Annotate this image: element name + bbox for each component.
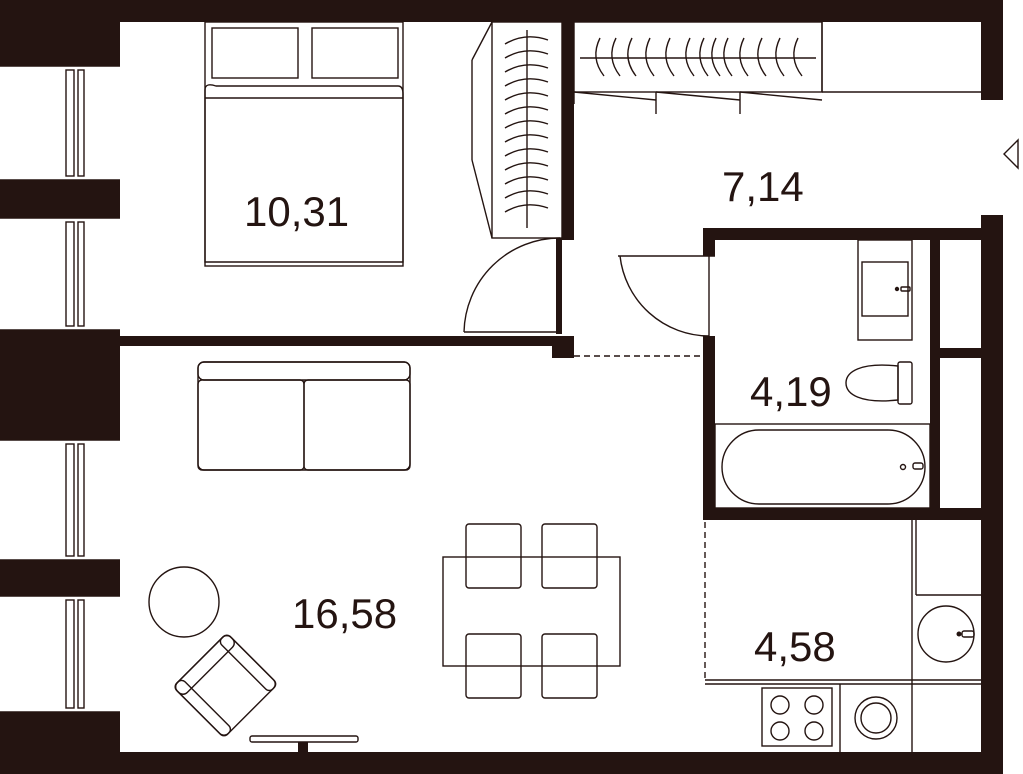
stove-icon xyxy=(761,687,833,747)
sofa-icon xyxy=(197,361,411,471)
window-left-3 xyxy=(0,439,120,561)
bathroom-area-label: 4,19 xyxy=(750,368,832,415)
sink-icon xyxy=(857,239,913,341)
armchair-icon xyxy=(174,634,277,737)
bedroom-area-label: 10,31 xyxy=(244,188,349,235)
kitchen-sink-icon xyxy=(917,605,975,663)
window-left-1 xyxy=(0,65,120,181)
entrance-arrow-icon xyxy=(1003,138,1019,170)
hall-wardrobe-icon xyxy=(573,21,823,114)
bathtub-icon xyxy=(714,423,931,509)
kitchen-area-label: 4,58 xyxy=(754,623,836,670)
window-left-4 xyxy=(0,595,120,713)
living-room-area-label: 16,58 xyxy=(292,590,397,637)
washing-machine-icon xyxy=(854,696,898,740)
bedroom-door xyxy=(463,237,562,334)
window-left-2 xyxy=(0,217,120,331)
kitchen-counter xyxy=(705,520,981,752)
bed-icon xyxy=(204,21,404,267)
bathroom-door xyxy=(618,255,715,337)
round-table-icon xyxy=(148,566,220,638)
hall-area-label: 7,14 xyxy=(722,163,804,210)
dining-table-icon xyxy=(442,523,621,699)
wardrobe-icon xyxy=(471,21,563,239)
toilet-icon xyxy=(845,361,913,405)
tv-icon xyxy=(249,735,359,752)
